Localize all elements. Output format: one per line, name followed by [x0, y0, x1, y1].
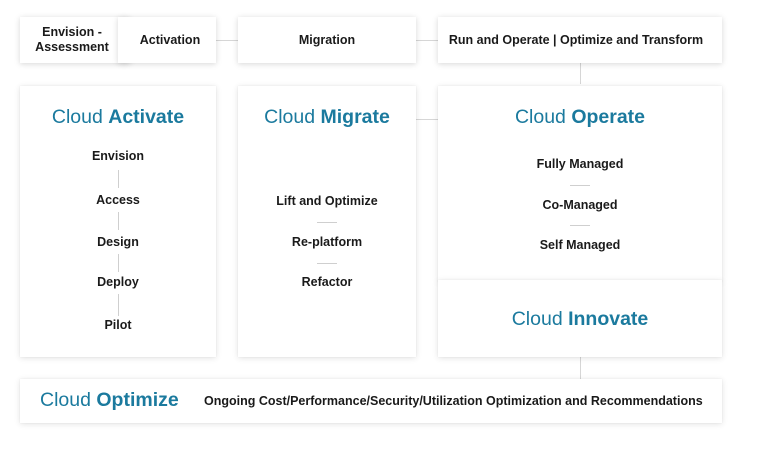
activate-separator — [118, 212, 119, 230]
migrate-separator — [317, 263, 337, 264]
chevron-shape — [438, 17, 722, 63]
activate-item-access: Access — [96, 193, 140, 207]
chevron-shape — [118, 17, 216, 63]
card-cloud-migrate: Cloud Migrate Lift and Optimize Re-platf… — [238, 86, 416, 357]
phase-activation: Activation — [118, 17, 216, 63]
connector-run-operate — [580, 62, 581, 84]
activate-item-pilot: Pilot — [104, 318, 132, 332]
connector-activation-migration — [212, 40, 238, 41]
operate-separator — [570, 225, 590, 226]
phase-envision-label: Envision - Assessment — [35, 25, 109, 54]
phase-migration-label: Migration — [298, 32, 356, 47]
card-cloud-innovate: Cloud Innovate — [438, 280, 722, 357]
card-cloud-activate: Cloud Activate Envision Access Design De… — [20, 86, 216, 357]
cloud-operate-title: Cloud Operate — [514, 106, 646, 128]
card-cloud-operate: Cloud Operate Fully Managed Co-Managed S… — [438, 86, 722, 282]
phase-run-operate: Run and Operate | Optimize and Transform — [438, 17, 722, 63]
connector-migration-run — [412, 40, 438, 41]
connector-innovate-optimize — [580, 357, 581, 379]
chevron-shape — [238, 17, 416, 63]
operate-item-co-managed: Co-Managed — [542, 198, 618, 212]
migrate-item-refactor: Refactor — [301, 275, 353, 289]
cloud-innovate-title: Cloud Innovate — [511, 308, 649, 330]
cloud-optimize-description: Ongoing Cost/Performance/Security/Utiliz… — [204, 394, 703, 408]
activate-separator — [118, 294, 119, 316]
cloud-migrate-title: Cloud Migrate — [264, 106, 390, 128]
migrate-separator — [317, 222, 337, 223]
chevron-shape — [20, 17, 130, 63]
connector-migrate-operate — [416, 119, 438, 120]
operate-item-self-managed: Self Managed — [539, 238, 621, 252]
activate-item-design: Design — [97, 235, 139, 249]
activate-separator — [118, 170, 119, 188]
activate-separator — [118, 254, 119, 272]
phase-activation-label: Activation — [139, 32, 201, 47]
operate-separator — [570, 185, 590, 186]
cloud-activate-title: Cloud Activate — [51, 106, 185, 128]
phase-run-label: Run and Operate | Optimize and Transform — [448, 32, 704, 47]
operate-item-fully-managed: Fully Managed — [536, 157, 624, 171]
phase-envision-assessment: Envision - Assessment — [20, 17, 130, 63]
migrate-item-lift-optimize: Lift and Optimize — [276, 194, 378, 208]
card-cloud-optimize: Cloud Optimize Ongoing Cost/Performance/… — [20, 379, 722, 423]
migrate-item-replatform: Re-platform — [291, 235, 363, 249]
activate-item-deploy: Deploy — [97, 275, 139, 289]
cloud-optimize-title: Cloud Optimize — [40, 389, 179, 411]
phase-migration: Migration — [238, 17, 416, 63]
activate-item-envision: Envision — [91, 149, 145, 163]
